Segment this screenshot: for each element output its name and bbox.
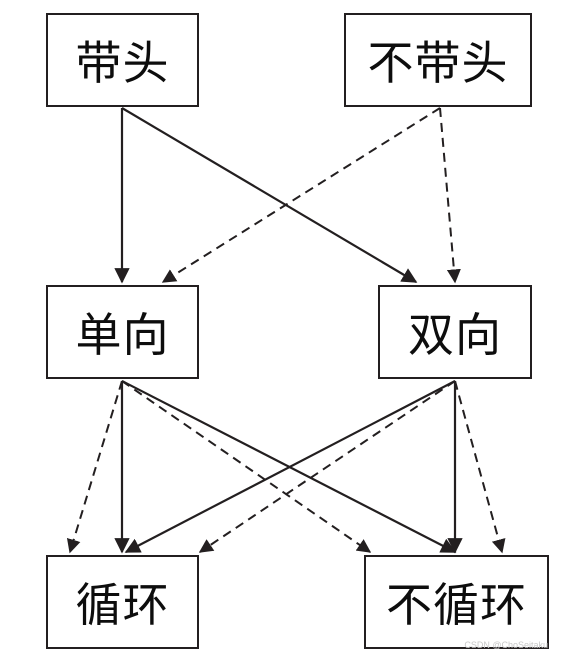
edge-danxiang-buxunhuan-dashed xyxy=(121,380,372,553)
node-buxunhuan: 不循环 xyxy=(364,555,549,649)
node-xunhuan: 循环 xyxy=(46,555,199,649)
edge-shuangxiang-xunhuan-dashed xyxy=(198,380,456,553)
edge-shuangxiang-buxunhuan-dashed xyxy=(454,380,506,554)
node-danxiang: 单向 xyxy=(46,285,199,379)
edge-shuangxiang-xunhuan-solid xyxy=(124,380,456,553)
node-daitou: 带头 xyxy=(46,13,199,107)
edge-danxiang-xunhuan-dashed xyxy=(66,380,123,554)
node-budaitou: 不带头 xyxy=(344,13,532,107)
watermark-text: CSDN @ChoSeitaku xyxy=(464,640,548,650)
edge-budaitou-danxiang xyxy=(161,107,441,283)
node-shuangxiang: 双向 xyxy=(378,285,532,379)
edge-daitou-shuangxiang xyxy=(121,107,418,283)
edge-budaitou-shuangxiang xyxy=(439,107,461,284)
